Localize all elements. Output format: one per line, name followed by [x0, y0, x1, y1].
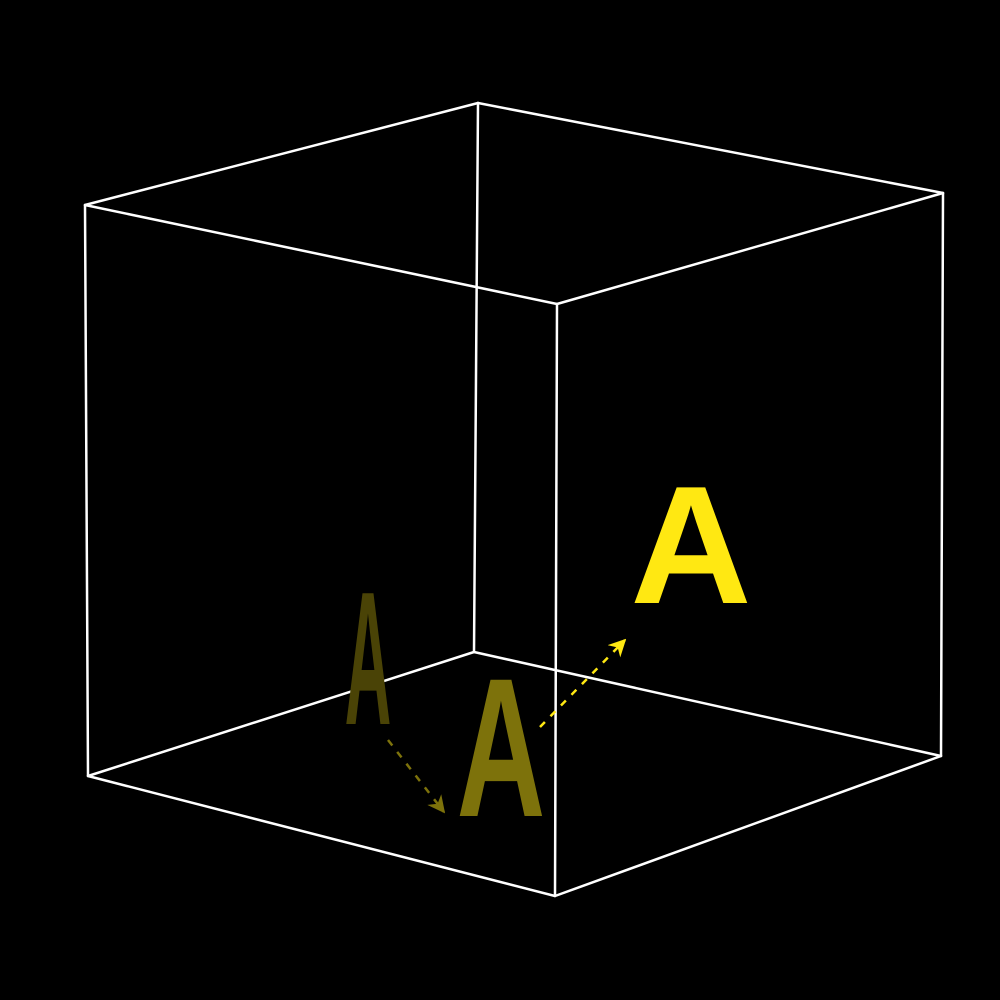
cube-edge-back-top-left [83, 101, 480, 207]
cube-edge-top-right-front [555, 191, 945, 306]
cube-edge-left-vertical [83, 203, 90, 778]
cube-edge-back-top [476, 101, 945, 195]
cube-edge-back-bottom-left [86, 650, 476, 778]
cube-edge-bottom-right-front [553, 754, 943, 898]
cube-edge-top-left-front [83, 203, 559, 306]
cube-edge-back-bottom-right [472, 650, 943, 758]
cube-wireframe [83, 101, 945, 898]
cube-edge-front-vertical [553, 302, 559, 898]
dashed-arrow-icon [539, 638, 627, 728]
letter-a-dim: A [345, 554, 392, 766]
letter-a-mid: A [457, 637, 546, 858]
dashed-arrow-icon [387, 739, 446, 814]
cube-edge-bottom-left-front [86, 774, 557, 898]
cube-edge-back-vertical [472, 101, 480, 654]
cube-edge-right-vertical [939, 191, 945, 758]
letter-a-bright: A [630, 451, 751, 639]
